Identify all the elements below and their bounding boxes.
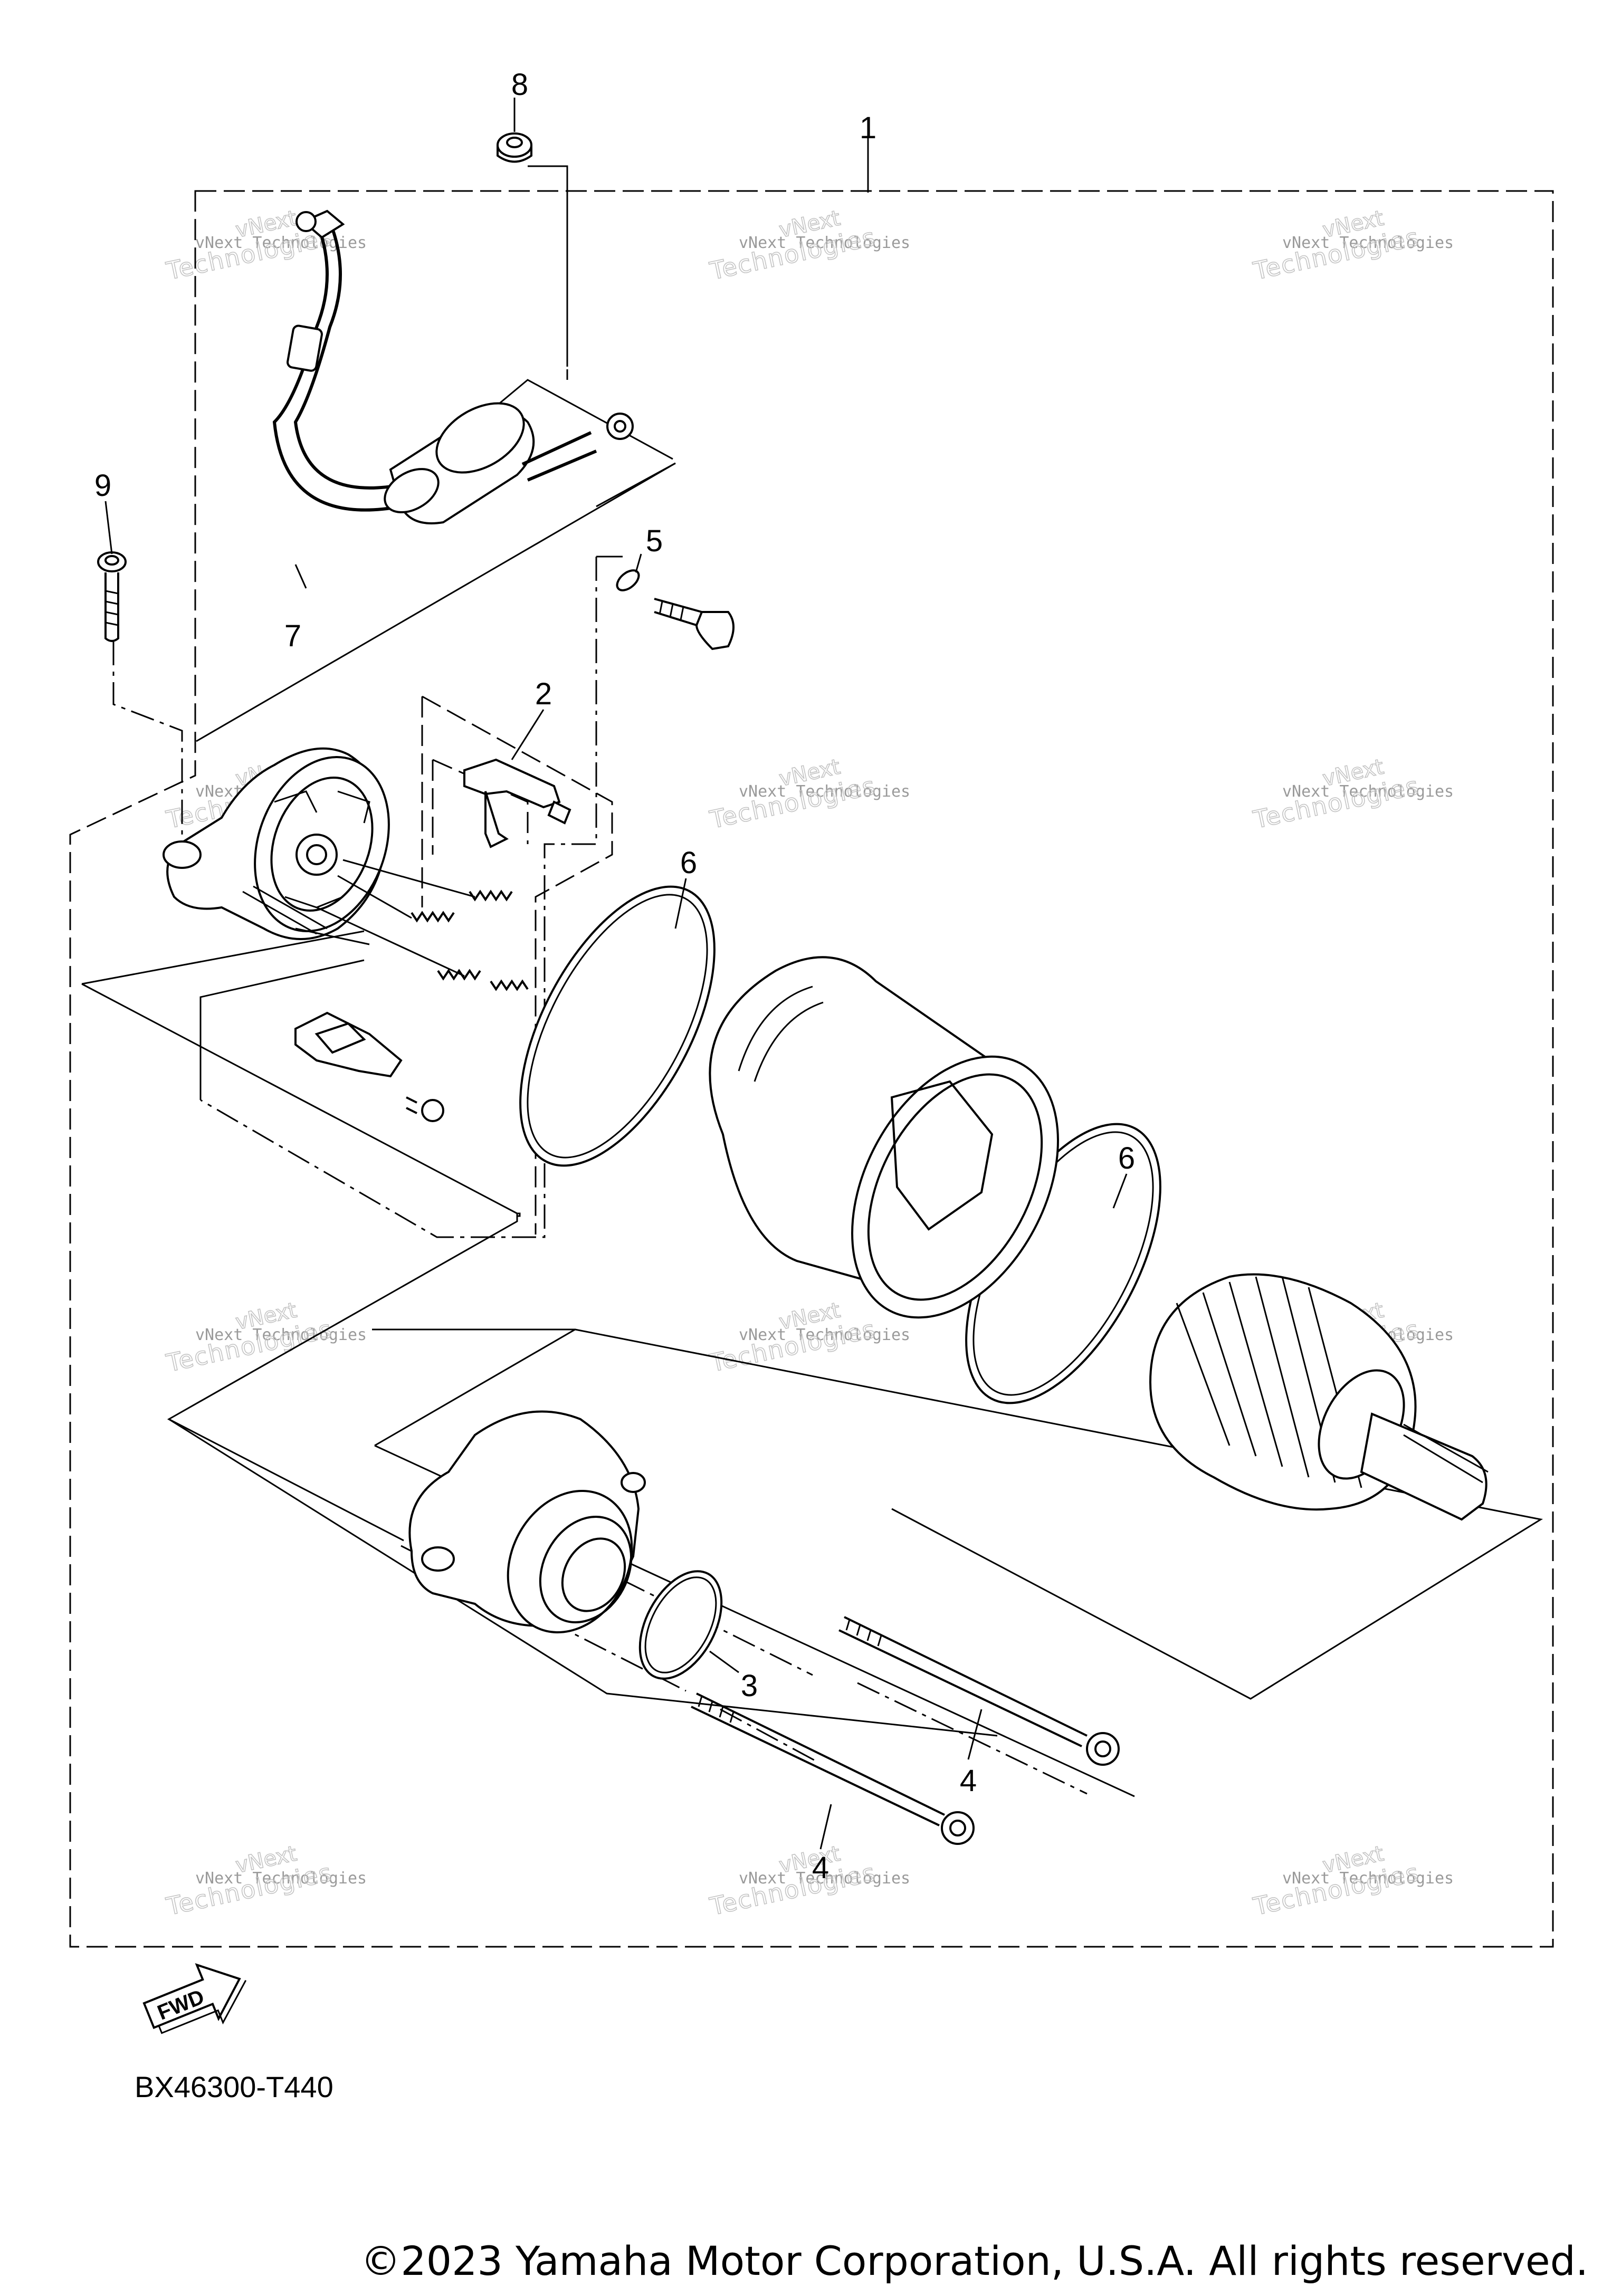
diagram-code: BX46300-T440 [135, 2070, 333, 2103]
watermark-text: vNext Technologies [195, 1869, 367, 1888]
watermark-text: vNext Technologies [739, 1326, 910, 1344]
assembly-boundary [69, 190, 1554, 1948]
callout-2: 2 [535, 677, 552, 711]
callout-4-upper: 4 [960, 1764, 977, 1798]
callout-3: 3 [741, 1669, 758, 1703]
brush-part-2 [463, 758, 571, 848]
watermark-text: vNext Technologies [739, 234, 910, 252]
callout-6-lower: 6 [1118, 1141, 1135, 1175]
o-ring-part-3 [638, 1570, 723, 1680]
fwd-arrow-icon: FWD [142, 1963, 247, 2034]
wire-lead-part-7 [272, 209, 634, 524]
o-ring-part-6-upper [519, 885, 716, 1167]
callout-6-upper: 6 [680, 846, 697, 880]
nut-part-8 [497, 132, 532, 163]
watermark-text: vNext Technologies [739, 1869, 910, 1888]
front-cover [408, 1410, 646, 1633]
watermark-text: vNext Technologies [1282, 234, 1454, 252]
callout-9: 9 [94, 468, 111, 503]
callout-numbers: 1 2 3 4 4 5 6 6 7 8 9 [94, 68, 1135, 1885]
o-ring-and-screw-part-5 [616, 569, 735, 650]
watermark-text: vNext Technologies [1282, 782, 1454, 801]
reference-lines [81, 165, 1543, 1797]
brush-springs [295, 859, 529, 991]
terminal-bracket [294, 1011, 444, 1122]
through-bolt-part-4-upper [838, 1616, 1120, 1766]
callout-1: 1 [860, 111, 876, 145]
bolt-part-9 [97, 551, 127, 642]
motor-yoke [709, 956, 1059, 1319]
watermark-text: vNext Technologies [1282, 1869, 1454, 1888]
through-bolt-part-4-lower [691, 1692, 975, 1845]
copyright-notice: ©2023 Yamaha Motor Corporation, U.S.A. A… [360, 2237, 1588, 2284]
callout-4-lower: 4 [812, 1851, 829, 1885]
callout-5: 5 [646, 524, 663, 558]
rear-cover-brush-holder [163, 747, 390, 940]
watermark-text: vNext Technologies [195, 1326, 367, 1344]
callout-7: 7 [284, 619, 301, 653]
watermark-text: vNext Technologies [739, 782, 910, 801]
armature [1149, 1273, 1489, 1521]
callout-8: 8 [511, 68, 528, 102]
leader-lines [104, 98, 1128, 1850]
